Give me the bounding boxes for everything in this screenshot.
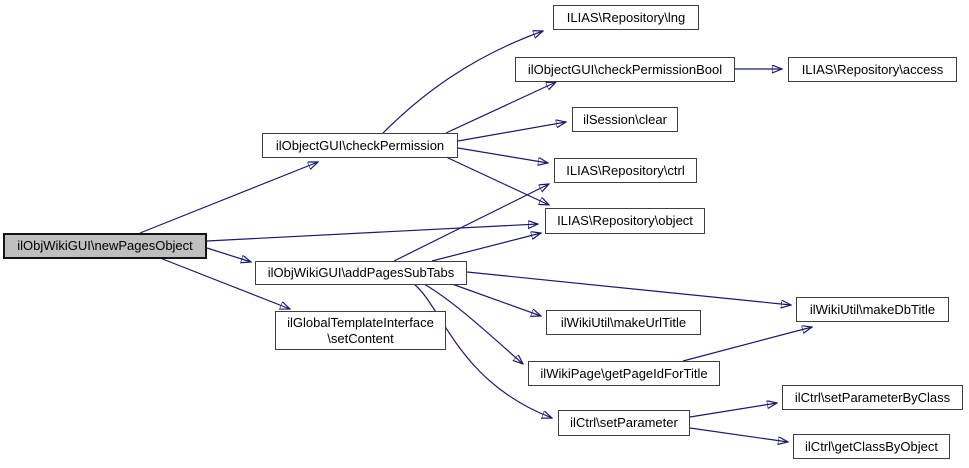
node-getpageidfortitle[interactable]: ilWikiPage\getPageIdForTitle [528,361,720,386]
node-label: ILIAS\Repository\object [557,213,693,229]
edge-newpagesobject-object [206,224,538,242]
edge-checkpermission-clear [457,122,566,142]
node-makedbtitle[interactable]: ilWikiUtil\makeDbTitle [796,297,949,322]
edge-addpagessubtabs-getpageidfortitle [423,283,523,364]
edge-newpagesobject-addpagessubtabs [206,247,251,262]
node-checkpermission[interactable]: ilObjectGUI\checkPermission [262,133,458,158]
node-label: ILIAS\Repository\lng [566,9,686,25]
edge-addpagessubtabs-makedbtitle [466,271,791,305]
edge-addpagessubtabs-object [431,233,541,262]
node-setparameter[interactable]: ilCtrl\setParameter [558,410,690,436]
edge-addpagessubtabs-ctrl [393,184,549,262]
node-label: ilCtrl\setParameterByClass [794,389,951,405]
node-label: ilObjectGUI\checkPermission [275,137,445,153]
node-checkpermissionbool[interactable]: ilObjectGUI\checkPermissionBool [515,57,735,82]
node-label: ilObjWikiGUI\newPagesObject [17,238,193,254]
edge-addpagessubtabs-setparameter [413,283,552,418]
edge-checkpermission-object [445,156,549,205]
node-label-line1: ilGlobalTemplateInterface [287,314,434,330]
edge-checkpermission-ctrl [457,147,548,163]
node-label-line2: \setContent [327,330,394,346]
node-object[interactable]: ILIAS\Repository\object [545,208,705,234]
edge-getpageidfortitle-makedbtitle [682,327,812,362]
node-label: ILIAS\Repository\access [801,61,944,77]
node-label: ILIAS\Repository\ctrl [566,162,685,178]
node-label: ilWikiUtil\makeDbTitle [809,301,936,317]
node-makeurltitle[interactable]: ilWikiUtil\makeUrlTitle [546,310,701,335]
node-newpagesobject[interactable]: ilObjWikiGUI\newPagesObject [3,233,207,259]
edge-addpagessubtabs-makeurltitle [451,283,541,316]
edge-setparameter-getclassbyobject [689,427,788,442]
edge-checkpermission-lng [382,31,543,134]
node-label: ilObjectGUI\checkPermissionBool [527,61,723,77]
node-label: ilSession\clear [583,111,667,127]
node-label: ilCtrl\setParameter [570,415,678,431]
edge-newpagesobject-checkpermission [139,162,318,234]
node-access[interactable]: ILIAS\Repository\access [788,57,957,82]
node-setparameterbyclass[interactable]: ilCtrl\setParameterByClass [782,385,963,410]
node-label: ilObjWikiGUI\addPagesSubTabs [267,265,455,281]
node-lng[interactable]: ILIAS\Repository\lng [553,5,699,30]
node-addpagessubtabs[interactable]: ilObjWikiGUI\addPagesSubTabs [255,261,467,285]
node-label: ilCtrl\getClassByObject [805,438,938,454]
node-setcontent[interactable]: ilGlobalTemplateInterface \setContent [275,311,446,350]
node-getclassbyobject[interactable]: ilCtrl\getClassByObject [793,434,950,459]
node-label: ilWikiUtil\makeUrlTitle [560,314,687,330]
edge-newpagesobject-setcontent [159,257,290,309]
edge-setparameter-setparameterbyclass [689,403,777,418]
node-ctrl[interactable]: ILIAS\Repository\ctrl [554,158,697,183]
node-label: ilWikiPage\getPageIdForTitle [540,365,708,381]
edge-checkpermission-checkpermissionbool [445,82,556,134]
node-clear[interactable]: ilSession\clear [572,107,678,132]
